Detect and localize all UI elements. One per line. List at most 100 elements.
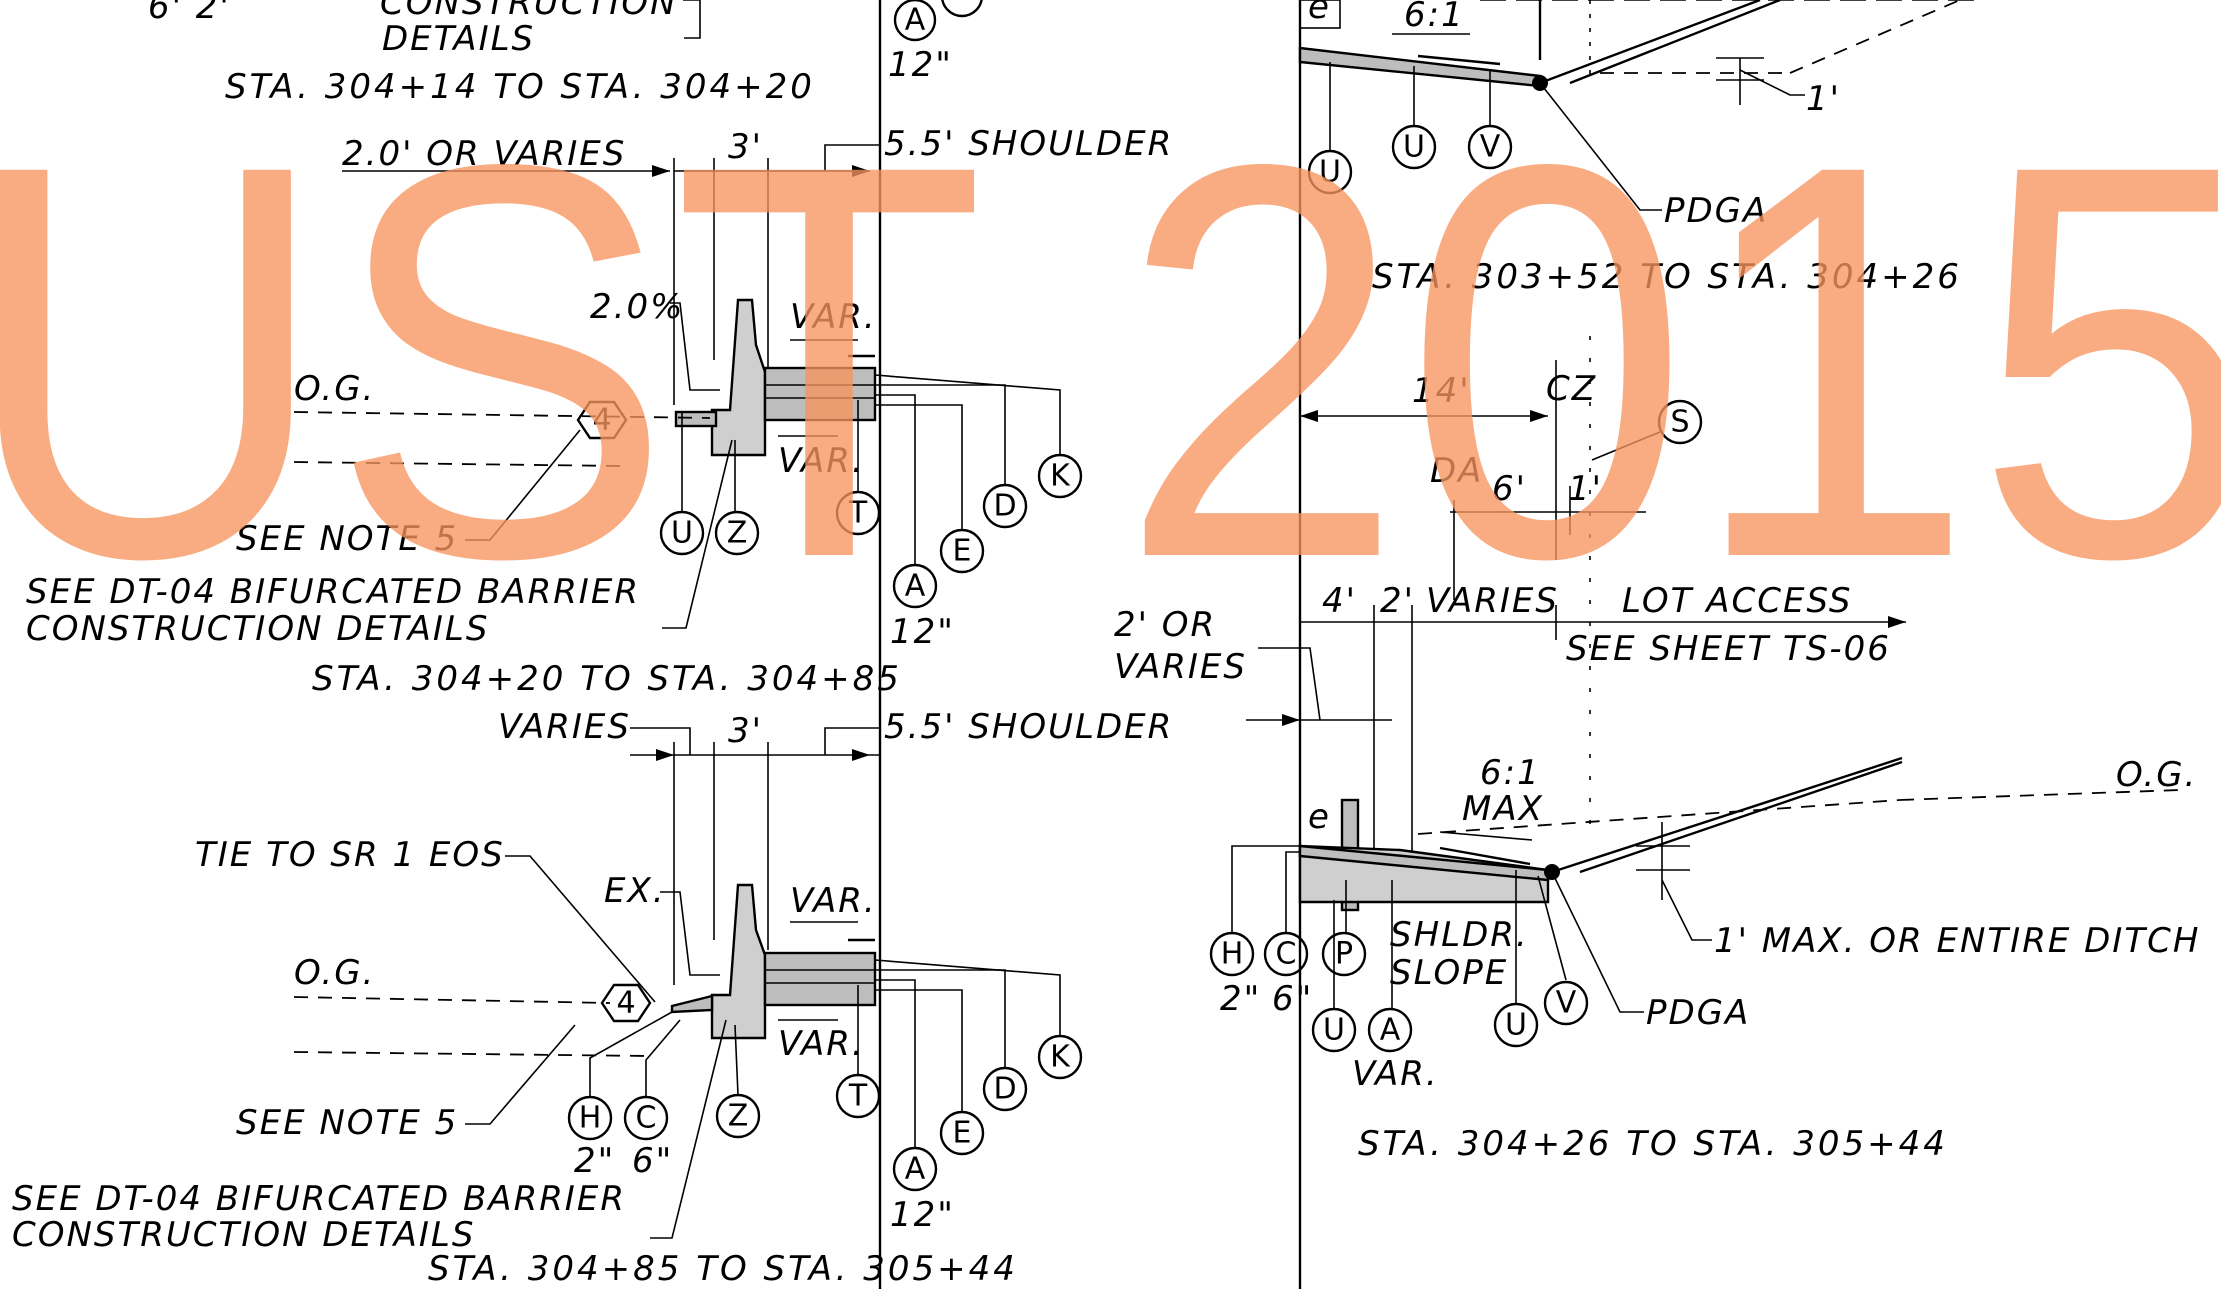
callout-d: D: [993, 489, 1016, 524]
slope-label-2: MAX: [1462, 789, 1544, 829]
tie-leader: [505, 855, 656, 1003]
da-label: DA: [1430, 451, 1483, 491]
note-hex-number: 4: [616, 986, 635, 1021]
callout-bubble: [1209, 931, 1255, 977]
ex-label: EX.: [604, 871, 666, 911]
callout-t: T: [848, 1079, 868, 1114]
fragment-details: DETAILS: [382, 19, 535, 59]
ditch-dashed: [1789, 0, 1961, 74]
see-note-leader: [465, 429, 581, 541]
fragment-construction: CONSTRUCTION: [380, 0, 678, 23]
fill-slope: [1569, 0, 1781, 85]
callout-bubble: [939, 1110, 985, 1156]
shoulder-slab: [674, 410, 718, 428]
slope-label: 2.0%: [590, 287, 684, 327]
dim-mid-label: 3': [728, 711, 763, 751]
callout-bubble: [982, 1066, 1028, 1112]
callout-u: U: [1505, 1008, 1527, 1043]
leader-k: [874, 959, 1061, 1036]
callout-d: D: [993, 1072, 1016, 1107]
leader-z: [734, 1024, 739, 1096]
callout-k: K: [1050, 459, 1071, 494]
arrow-head: [1530, 410, 1548, 422]
one-ft-label: 1': [1806, 79, 1841, 119]
callout-a: A: [905, 569, 926, 604]
fill-slope: [1551, 756, 1903, 874]
callout-bubble: [1367, 1007, 1413, 1053]
dim-right-label: 5.5' SHOULDER: [884, 707, 1173, 747]
left-detail-3: VARIES 3' 5.5' SHOULDER TIE TO SR 1 EOS …: [12, 707, 1173, 1255]
callout-bubble: [1657, 399, 1703, 445]
or-varies-leader: [1258, 647, 1321, 721]
leader-e: [875, 989, 963, 1112]
note-hex-number: 4: [592, 403, 611, 438]
og-label: O.G.: [294, 953, 375, 993]
arrow-head: [852, 165, 870, 177]
callout-bubble: [1467, 124, 1513, 170]
callout-u: U: [671, 516, 693, 551]
leader-h: [589, 1011, 673, 1098]
arrow-head: [652, 165, 670, 177]
callout-v: V: [1480, 130, 1501, 165]
pdga-label: PDGA: [1646, 993, 1750, 1033]
callout-bubble: [1037, 1034, 1083, 1080]
callout-bubble: [1391, 124, 1437, 170]
tie-label: TIE TO SR 1 EOS: [195, 835, 505, 875]
pdga-label: PDGA: [1664, 191, 1768, 231]
callout-h: H: [1221, 937, 1244, 972]
arrow-head: [1888, 616, 1906, 628]
see-note-leader: [465, 1024, 576, 1125]
barrier-section: [710, 883, 767, 1040]
og-dashed-line: [293, 461, 621, 467]
see-dt-line2: CONSTRUCTION DETAILS: [26, 609, 489, 649]
or-varies-2: VARIES: [1114, 647, 1247, 687]
callout-bubble: [1311, 1007, 1357, 1053]
e-box: [1299, 0, 1341, 29]
see-note-label: SEE NOTE 5: [236, 519, 458, 559]
og-label: O.G.: [294, 369, 375, 409]
dim-a-12in: 12": [890, 612, 955, 652]
callout-c: C: [1276, 937, 1297, 972]
var-top-label: VAR.: [790, 297, 877, 337]
arrow-head: [852, 749, 870, 761]
og-dashed-line: [293, 996, 611, 1004]
callout-t: T: [848, 496, 868, 531]
ditch-leader: [1661, 879, 1712, 941]
left-top-fragment: 6' 2' CONSTRUCTION DETAILS A 12" STA. 30…: [148, 0, 983, 107]
var-top-label: VAR.: [790, 881, 877, 921]
callout-a: A: [905, 1152, 926, 1187]
see-sheet-label: SEE SHEET TS-06: [1566, 629, 1891, 669]
e-label: e: [1308, 0, 1331, 27]
leader-d: [875, 969, 1006, 1068]
callout-p: P: [1335, 937, 1353, 972]
og-label: O.G.: [2116, 755, 2197, 795]
dim-h-2in: 2": [1220, 979, 1261, 1019]
callout-bubble-partial: [941, 0, 983, 18]
e-label: e: [1308, 797, 1331, 837]
right-detail-1: e 6:1 1' PDGA U U V STA. 303+52 TO STA. …: [1298, 0, 1980, 297]
callout-bubble: [567, 1095, 613, 1141]
callout-a: A: [1380, 1013, 1401, 1048]
fragment-leader: [683, 0, 701, 39]
callout-u: U: [1319, 155, 1341, 190]
callout-z: Z: [728, 1099, 749, 1134]
sta-title-303-52: STA. 303+52 TO STA. 304+26: [1372, 257, 1962, 297]
note-hexagon: [576, 400, 628, 440]
lot-access-label: LOT ACCESS: [1622, 581, 1852, 621]
dim-h-2in: 2": [574, 1141, 615, 1181]
callout-bubble: [715, 1093, 761, 1139]
arrow-head: [1300, 410, 1318, 422]
cz-label: CZ: [1546, 369, 1597, 409]
sta-title-304-14: STA. 304+14 TO STA. 304+20: [225, 67, 815, 107]
surface-thick: [1417, 54, 1501, 66]
var-bottom-label: VAR.: [778, 1024, 865, 1064]
dim-right-label: 5.5' SHOULDER: [884, 124, 1173, 164]
dim-left-label: 2.0' OR VARIES: [342, 134, 626, 174]
sta-title-304-85: STA. 304+85 TO STA. 305+44: [428, 1249, 1018, 1289]
leader-c: [1285, 851, 1300, 932]
see-note-label: SEE NOTE 5: [236, 1103, 458, 1143]
var-label: VAR.: [1352, 1054, 1439, 1094]
callout-bubble: [1263, 931, 1309, 977]
see-dt-line1: SEE DT-04 BIFURCATED BARRIER: [12, 1179, 626, 1219]
